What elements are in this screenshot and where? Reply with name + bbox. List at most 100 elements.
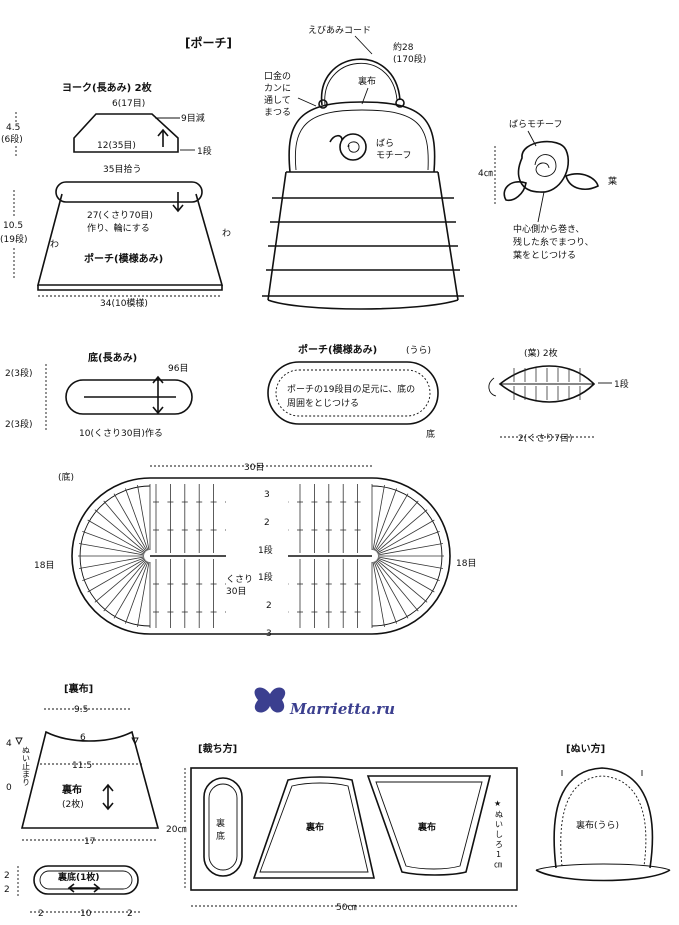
cord-leader: [354, 35, 373, 55]
kuchigane-line-4: まつる: [264, 107, 291, 118]
lining-stop-marks-icon: [15, 737, 139, 746]
pouch-pattern: ポーチ(模様あみ) (うら) ポーチの19段目の足元に、底の 周囲をとじつける …: [267, 343, 439, 440]
rose-note-leader: [537, 191, 545, 223]
tier-sides: [267, 171, 459, 301]
base-stitch-radial-left: [94, 559, 146, 603]
base-small-rows-2: 2(3段): [5, 418, 32, 430]
lining-piece: [裏布] 9.5 6 4 0 ぬい止まり 11.5 裏布 (2枚) 17: [6, 682, 160, 847]
rose-leaf-label: 葉: [608, 175, 617, 187]
yoke-dec-label: 9目減: [181, 112, 205, 124]
cutting-base-piece: [203, 777, 243, 877]
cutting-piece-1: [252, 776, 375, 879]
lining-title: [裏布]: [64, 682, 93, 695]
base-chart-title: (底): [58, 471, 74, 483]
yoke-row-label: 1段: [197, 145, 212, 157]
cutting-seam-2: ぬ: [495, 810, 503, 819]
pouch-pattern-base: 底: [426, 428, 435, 440]
leaf-start-arrow-icon: [488, 377, 497, 397]
kuchigane-line-3: 通して: [264, 95, 291, 106]
base-row-bottom-3: 3: [266, 629, 272, 639]
base-stitch-radial-left: [113, 560, 148, 619]
lining-base: 裏底(1枚) 2 2 2 10 2: [4, 865, 140, 919]
rose-motif-title: ばらモチーフ: [509, 119, 562, 130]
lining-mid: 11.5: [72, 761, 92, 771]
body-trapezoid: [36, 193, 224, 286]
cutting-piece-1-label: 裏布: [305, 821, 324, 833]
leaf-chart-stitches: [513, 368, 581, 400]
yoke-height-rows: (6段): [1, 133, 23, 145]
sewing-bottom-curve: [535, 869, 671, 882]
base-stitch-radial-right: [377, 530, 440, 555]
lining-top: 9.5: [74, 705, 88, 715]
base-stitch-radial-right: [376, 558, 435, 593]
lining-shape: [20, 730, 160, 829]
cutting-seam-6: 1: [496, 850, 501, 859]
base-stitch-radial-right: [373, 561, 398, 624]
clasp-knob-left: [318, 99, 328, 109]
cutting-seam-3: い: [495, 820, 503, 829]
base-row-bottom-2: 2: [266, 601, 272, 611]
kuchigane-line-1: 口金の: [264, 70, 291, 82]
pouch-pattern-note-2: 周囲をとじつける: [287, 398, 359, 409]
lining-arrow-icon: [102, 783, 114, 811]
base-small: 底(長あみ) 96目 2(3段) 2(3段) 10(くさり30目)作る: [5, 351, 193, 439]
base-stitch-radial-left: [103, 500, 147, 552]
rose-leaf-right-icon: [565, 173, 599, 190]
base-chart-side-left: 18目: [34, 560, 54, 571]
base-stitch-radial-left: [79, 556, 145, 569]
pouch-body-piece: 27(くさり70目) 作り、輪にする わ わ ポーチ(模様あみ) 34(10模様…: [0, 181, 231, 309]
lining-base-c: 2: [127, 909, 133, 919]
base-stitch-radial-left: [113, 493, 148, 552]
rose-motif-icon: [517, 140, 570, 193]
base-small-arrow-icon: [152, 375, 164, 415]
cutting-piece-2-label: 裏布: [417, 821, 436, 833]
base-stitch-radial-left: [103, 560, 147, 612]
body-name: ポーチ(模様あみ): [84, 252, 163, 265]
base-small-stitches: 96目: [168, 363, 188, 374]
finished-pouch: えびあみコード 約28 (170段) 口金の カンに 通して まつる 裏布 ばら…: [262, 25, 464, 310]
yoke-title: ヨーク(長あみ) 2枚: [62, 81, 153, 94]
base-row-top-3: 3: [264, 490, 270, 500]
leaf-chart-title: (葉) 2枚: [524, 347, 558, 359]
lining-count: (2枚): [62, 798, 84, 810]
lining-base-oval: [33, 865, 139, 895]
base-stitch-radial-left: [87, 519, 146, 554]
yoke-piece: ヨーク(長あみ) 2枚 6(17目) 9目減 12(35目) 1段 35目拾う …: [1, 81, 212, 175]
lining-bottom: 17: [84, 837, 95, 847]
base-chart-center-gap: [226, 484, 288, 628]
body-height-rows: (19段): [0, 233, 27, 245]
base-small-chain-label: 10(くさり30目)作る: [79, 427, 163, 439]
base-row-top-1: 1段: [258, 544, 273, 556]
base-stitch-radial-left: [124, 561, 149, 624]
cord-rows: (170段): [393, 53, 426, 65]
lining-mid-top: 6: [80, 733, 86, 743]
pouch-pattern-note-1: ポーチの19段目の足元に、底の: [287, 383, 415, 395]
rose-label-2: モチーフ: [376, 150, 411, 161]
lining-base-arrow-icon: [67, 883, 101, 893]
yoke-mid-label: 12(35目): [97, 140, 136, 151]
cutting-piece-2-inner: [375, 781, 483, 870]
base-chart-side-right: 18目: [456, 558, 476, 569]
base-stitch-radial-right: [372, 485, 385, 551]
base-chart-width: 30目: [244, 462, 264, 473]
body-ring-label: 作り、輪にする: [87, 222, 150, 234]
lining-base-h1: 2: [4, 871, 10, 881]
lining-label: 裏布: [358, 75, 376, 87]
lining-base-inner: [39, 870, 133, 890]
watermark-text: Marrietta.ru: [289, 700, 395, 718]
purse-frame-inner: [294, 109, 429, 171]
cutting-base-2: 底: [216, 830, 225, 842]
body-bottom-label: 34(10模様): [100, 297, 148, 309]
cutting-layout: [裁ち方] 裏 底 裏布 裏布 ★ ぬ い し ろ 1 ㎝ 20㎝ 50㎝: [166, 742, 518, 913]
base-stitch-radial-left: [82, 557, 145, 582]
pouch-title: [ポーチ]: [185, 35, 232, 50]
base-chart: (底) 30目 3 2 1段 1段 2 3 くさり 30目 18目 18目: [34, 462, 476, 639]
base-stitch-radial-right: [376, 559, 428, 603]
yoke-height: 4.5: [6, 123, 20, 133]
base-stitch-radial-right: [375, 560, 419, 612]
base-stitch-radial-right: [373, 488, 398, 551]
base-stitch-radial-right: [376, 509, 428, 553]
base-small-rows-1: 2(3段): [5, 367, 32, 379]
lining-stop: ぬい止まり: [22, 746, 31, 786]
cutting-title: [裁ち方]: [198, 742, 237, 755]
